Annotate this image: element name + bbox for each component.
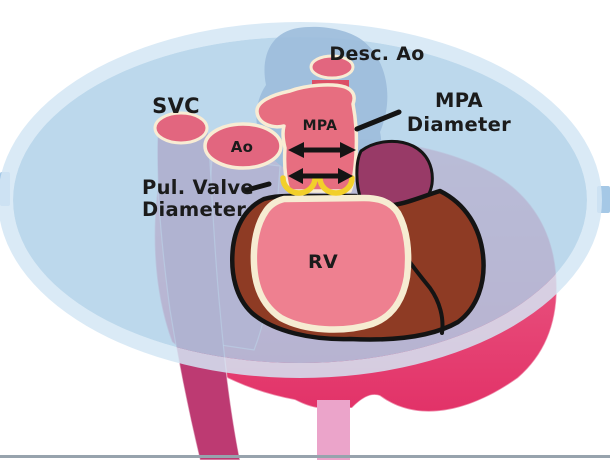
mpa-diameter-leader-line xyxy=(354,109,402,132)
rv-label: RV xyxy=(308,251,338,273)
svc-cross-section xyxy=(153,111,209,145)
mpa-diameter-label-line1: MPA xyxy=(435,89,483,112)
bottom-border xyxy=(0,455,610,458)
rv-cavity xyxy=(250,194,412,333)
desc-ao-cross-section xyxy=(309,54,355,80)
lower-vessel xyxy=(317,400,350,460)
mpa-diameter-label-line2: Diameter xyxy=(407,113,511,136)
mpa-vessel xyxy=(255,83,359,193)
valve-diameter-arrow xyxy=(288,168,353,184)
ao-label: Ao xyxy=(231,138,254,156)
pul-valve-label-line1: Pul. Valve xyxy=(142,176,254,199)
pul-valve-leader-line xyxy=(244,181,272,193)
pul-valve-label-line2: Diameter xyxy=(142,198,246,221)
svc-label: SVC xyxy=(152,94,200,118)
desc-ao-label: Desc. Ao xyxy=(329,43,424,65)
ao-cross-section xyxy=(203,122,283,170)
mpa-diameter-arrow xyxy=(288,142,356,158)
pulmonary-valve-cusps xyxy=(280,175,355,196)
mpa-label: MPA xyxy=(303,118,338,134)
